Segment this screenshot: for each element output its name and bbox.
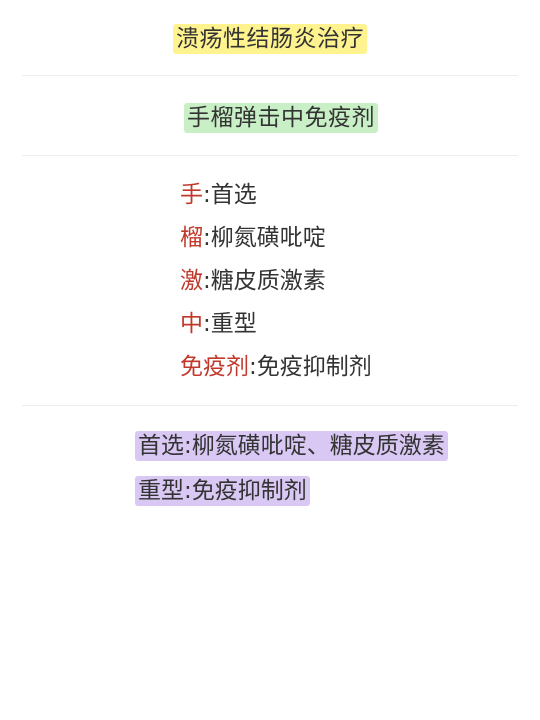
mnemonic-value: 糖皮质激素 xyxy=(210,268,326,294)
divider xyxy=(22,405,518,406)
mnemonic-phrase: 手榴弹击中免疫剂 xyxy=(184,103,378,133)
separator: : xyxy=(203,311,211,337)
mnemonic-value: 重型 xyxy=(210,311,257,337)
mnemonic-breakdown-list: 手:首选 榴:柳氮磺吡啶 激:糖皮质激素 中:重型 免疫剂:免疫抑制剂 xyxy=(180,177,372,392)
list-item: 免疫剂:免疫抑制剂 xyxy=(180,349,372,392)
separator: : xyxy=(203,225,211,251)
mnemonic-value: 首选 xyxy=(210,182,257,208)
page-title: 溃疡性结肠炎治疗 xyxy=(173,24,367,54)
summary-line-first-choice: 首选:柳氮磺吡啶、糖皮质激素 xyxy=(135,431,448,461)
summary-block: 首选:柳氮磺吡啶、糖皮质激素 重型:免疫抑制剂 xyxy=(135,428,448,518)
mnemonic-key: 免疫剂 xyxy=(180,354,249,380)
divider xyxy=(22,155,518,156)
title-container: 溃疡性结肠炎治疗 xyxy=(0,19,540,54)
list-item: 榴:柳氮磺吡啶 xyxy=(180,220,372,263)
summary-row: 首选:柳氮磺吡啶、糖皮质激素 xyxy=(135,428,448,473)
mnemonic-key: 激 xyxy=(180,268,203,294)
mnemonic-value: 免疫抑制剂 xyxy=(256,354,372,380)
summary-row: 重型:免疫抑制剂 xyxy=(135,473,448,518)
separator: : xyxy=(203,182,211,208)
separator: : xyxy=(249,354,257,380)
mnemonic-container: 手榴弹击中免疫剂 xyxy=(0,98,540,133)
mnemonic-value: 柳氮磺吡啶 xyxy=(210,225,326,251)
mnemonic-key: 中 xyxy=(180,311,203,337)
divider xyxy=(22,75,518,76)
separator: : xyxy=(203,268,211,294)
mnemonic-key: 手 xyxy=(180,182,203,208)
list-item: 激:糖皮质激素 xyxy=(180,263,372,306)
mnemonic-key: 榴 xyxy=(180,225,203,251)
summary-line-severe: 重型:免疫抑制剂 xyxy=(135,476,310,506)
list-item: 手:首选 xyxy=(180,177,372,220)
list-item: 中:重型 xyxy=(180,306,372,349)
